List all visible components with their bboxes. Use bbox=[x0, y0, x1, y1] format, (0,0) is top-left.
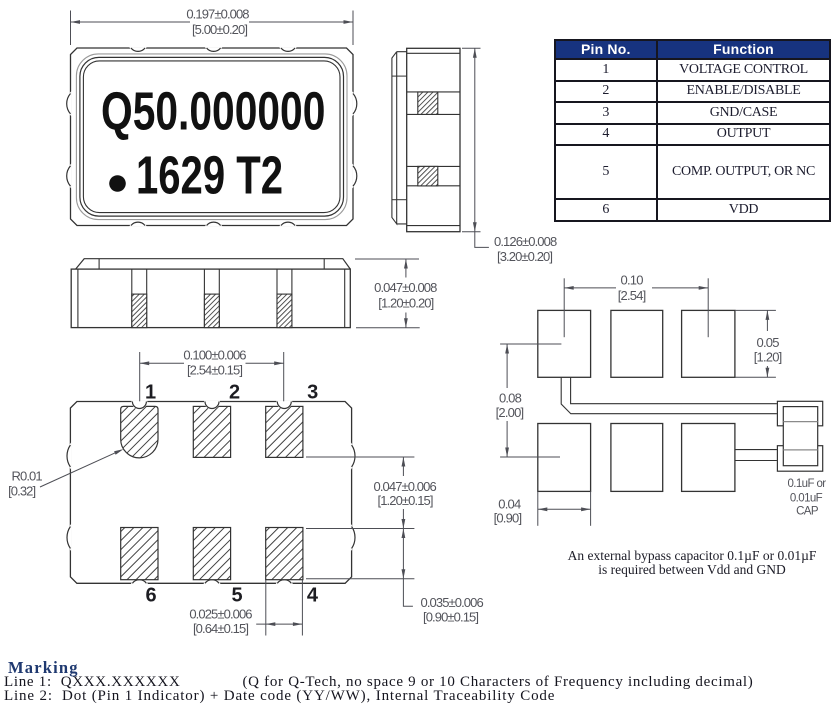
svg-text:2: 2 bbox=[229, 382, 240, 404]
svg-text:0.04: 0.04 bbox=[498, 497, 521, 512]
svg-text:0.025±0.006: 0.025±0.006 bbox=[189, 606, 252, 621]
svg-text:1: 1 bbox=[145, 382, 156, 404]
svg-text:5: 5 bbox=[231, 584, 242, 606]
svg-text:[0.90±0.15]: [0.90±0.15] bbox=[423, 609, 478, 624]
svg-text:R0.01: R0.01 bbox=[12, 469, 43, 484]
svg-text:0.08: 0.08 bbox=[499, 391, 522, 406]
svg-text:1629 T2: 1629 T2 bbox=[136, 146, 283, 206]
svg-text:Q50.000000: Q50.000000 bbox=[101, 82, 325, 142]
svg-text:0.047±0.006: 0.047±0.006 bbox=[374, 479, 437, 494]
svg-text:0.05: 0.05 bbox=[757, 335, 780, 350]
svg-text:[0.32]: [0.32] bbox=[8, 483, 35, 498]
svg-text:[5.00±0.20]: [5.00±0.20] bbox=[192, 22, 247, 37]
svg-text:[3.20±0.20]: [3.20±0.20] bbox=[497, 249, 552, 264]
svg-text:[2.54±0.15]: [2.54±0.15] bbox=[187, 363, 242, 378]
svg-text:[0.90]: [0.90] bbox=[494, 511, 522, 526]
svg-text:[2.54]: [2.54] bbox=[618, 288, 646, 303]
svg-text:0.047±0.008: 0.047±0.008 bbox=[374, 280, 437, 295]
svg-text:[1.20±0.15]: [1.20±0.15] bbox=[378, 493, 433, 508]
svg-text:[1.20]: [1.20] bbox=[754, 349, 782, 364]
svg-text:0.100±0.006: 0.100±0.006 bbox=[183, 348, 246, 363]
svg-text:3: 3 bbox=[307, 382, 318, 404]
svg-text:0.035±0.006: 0.035±0.006 bbox=[421, 595, 484, 610]
svg-text:0.1uF or: 0.1uF or bbox=[787, 478, 826, 490]
svg-text:0.10: 0.10 bbox=[621, 272, 644, 287]
svg-text:[0.64±0.15]: [0.64±0.15] bbox=[193, 621, 248, 636]
svg-text:[1.20±0.20]: [1.20±0.20] bbox=[378, 295, 433, 310]
svg-text:0.197±0.008: 0.197±0.008 bbox=[186, 7, 249, 22]
svg-text:4: 4 bbox=[307, 584, 319, 606]
svg-text:0.01uF: 0.01uF bbox=[790, 492, 823, 504]
svg-text:0.126±0.008: 0.126±0.008 bbox=[494, 234, 557, 249]
svg-text:[2.00]: [2.00] bbox=[496, 405, 524, 420]
svg-text:CAP: CAP bbox=[796, 506, 819, 518]
svg-text:6: 6 bbox=[145, 584, 156, 606]
